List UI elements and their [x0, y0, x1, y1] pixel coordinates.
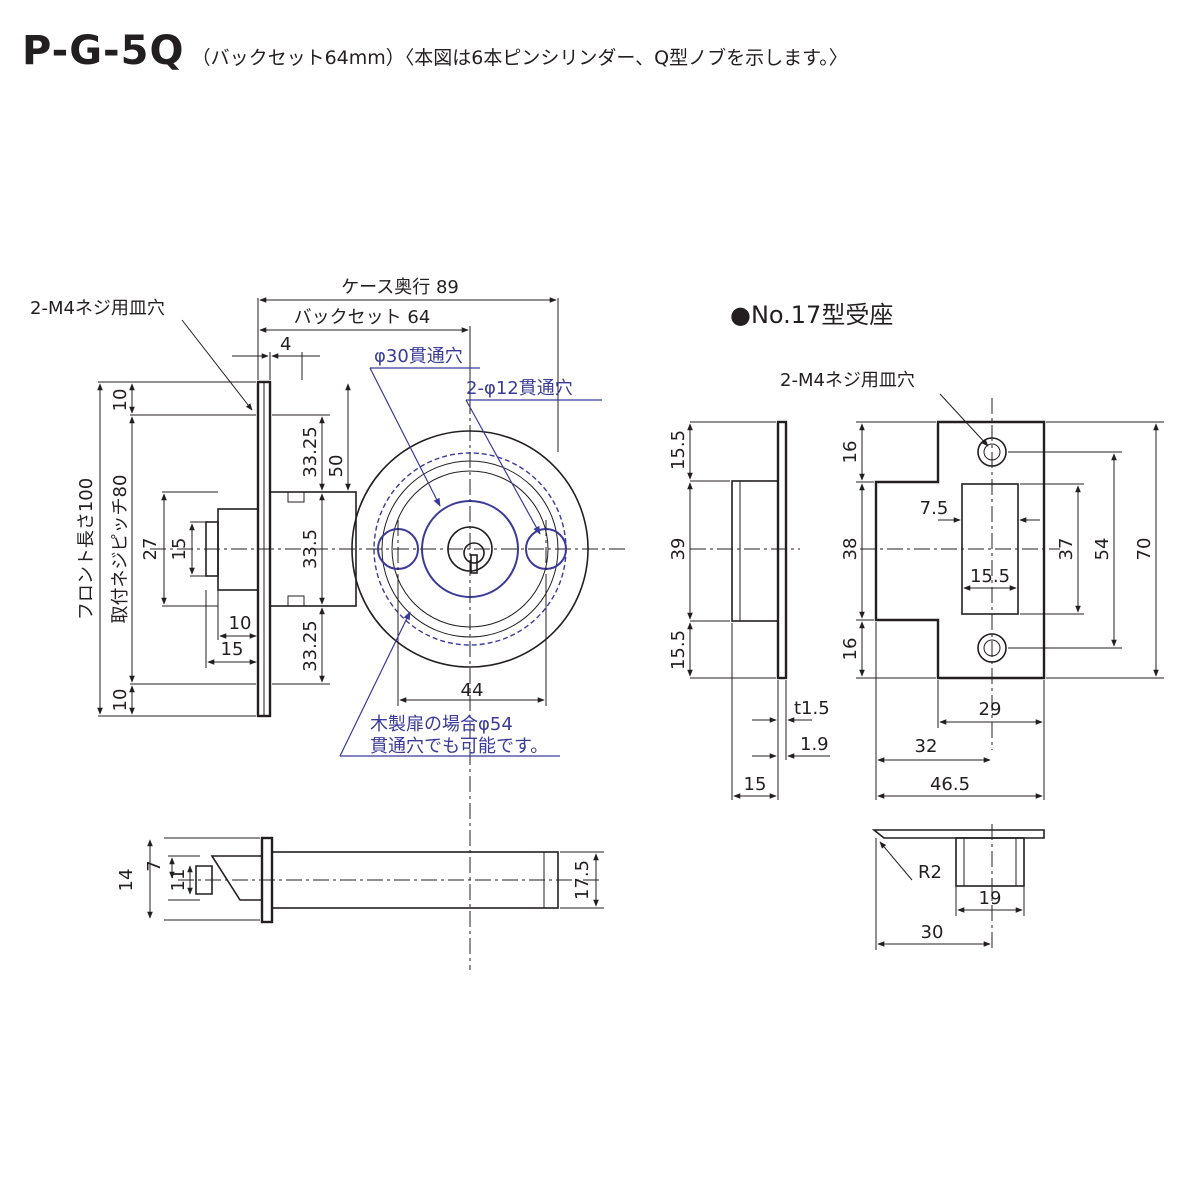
- label-wood-door-2: 貫通穴でも可能です。: [370, 736, 548, 757]
- model-title: P-G-5Q: [22, 28, 185, 74]
- model-subtitle: （バックセット64mm）〈本図は6本ピンシリンダー、Q型ノブを示します。〉: [191, 47, 848, 69]
- dim-14: 14: [116, 869, 137, 892]
- label-strike-screw-holes: 2-M4ネジ用皿穴: [780, 370, 915, 391]
- dim-strike-29: 29: [979, 699, 1002, 720]
- dim-strike-39: 39: [668, 538, 689, 561]
- dim-strike-7-5: 7.5: [920, 498, 949, 519]
- dim-strike-19: 19: [979, 888, 1002, 909]
- keyhole-icon: [463, 542, 485, 564]
- dim-10-horizontal: 10: [229, 613, 252, 634]
- dim-strike-15-5-top: 15.5: [668, 430, 689, 470]
- lock-side-view: [147, 836, 604, 924]
- strike-title: ●No.17型受座: [730, 301, 893, 329]
- strike-side-plate: [776, 420, 788, 680]
- dim-33-5: 33.5: [300, 529, 321, 569]
- label-wood-door-1: 木製扉の場合φ54: [370, 714, 513, 735]
- lock-front-view: [97, 297, 628, 970]
- label-backset: バックセット 64: [294, 307, 431, 328]
- dim-strike-15-5-inner: 15.5: [970, 566, 1010, 587]
- dim-strike-70: 70: [1134, 538, 1155, 561]
- dim-15-horizontal: 15: [221, 639, 244, 660]
- strike-bottom-plate: [871, 829, 1045, 839]
- dim-17-5: 17.5: [572, 860, 593, 900]
- dim-strike-38: 38: [840, 538, 861, 561]
- strike-bottom-box: [955, 837, 1025, 887]
- dim-strike-54: 54: [1092, 538, 1113, 561]
- dim-strike-15: 15: [744, 774, 767, 795]
- dim-strike-46-5: 46.5: [930, 774, 970, 795]
- dim-15-vertical: 15: [169, 538, 190, 561]
- dim-10-bottom: 10: [110, 689, 131, 712]
- label-front-length: フロント長さ100: [76, 478, 97, 620]
- dim-strike-16-bottom: 16: [840, 638, 861, 661]
- label-screw-holes: 2-M4ネジ用皿穴: [30, 298, 165, 319]
- dim-10-top: 10: [110, 389, 131, 412]
- side-latch: [210, 855, 263, 901]
- label-thru-12: 2-φ12貫通穴: [466, 378, 573, 399]
- dim-4: 4: [280, 334, 291, 355]
- dim-27: 27: [140, 538, 161, 561]
- dim-t1-5: t1.5: [794, 698, 830, 719]
- strike-box-side: [731, 480, 779, 622]
- strike-bottom-view: [871, 824, 1045, 950]
- dim-strike-16-top: 16: [840, 441, 861, 464]
- label-case-depth: ケース奥行 89: [341, 277, 459, 298]
- dim-44: 44: [461, 680, 484, 701]
- dim-strike-37: 37: [1056, 538, 1077, 561]
- dim-1-9: 1.9: [800, 734, 829, 755]
- dim-33-25-bottom: 33.25: [300, 620, 321, 672]
- dim-strike-r2: R2: [918, 862, 942, 883]
- dim-7: 7: [144, 860, 165, 871]
- dim-11: 11: [168, 869, 189, 892]
- dim-strike-32: 32: [915, 736, 938, 757]
- dim-strike-30: 30: [921, 922, 944, 943]
- dim-50: 50: [326, 455, 347, 478]
- header: P-G-5Q （バックセット64mm）〈本図は6本ピンシリンダー、Q型ノブを示し…: [22, 28, 848, 78]
- label-screw-pitch: 取付ネジピッチ80: [110, 475, 131, 624]
- strike-plate-outline: [874, 420, 1046, 680]
- strike-front-view: [856, 398, 1164, 800]
- label-thru-30: φ30貫通穴: [374, 346, 463, 367]
- dim-33-25-top: 33.25: [300, 426, 321, 478]
- dim-strike-15-5-bottom: 15.5: [668, 630, 689, 670]
- strike-side-view: [687, 420, 830, 800]
